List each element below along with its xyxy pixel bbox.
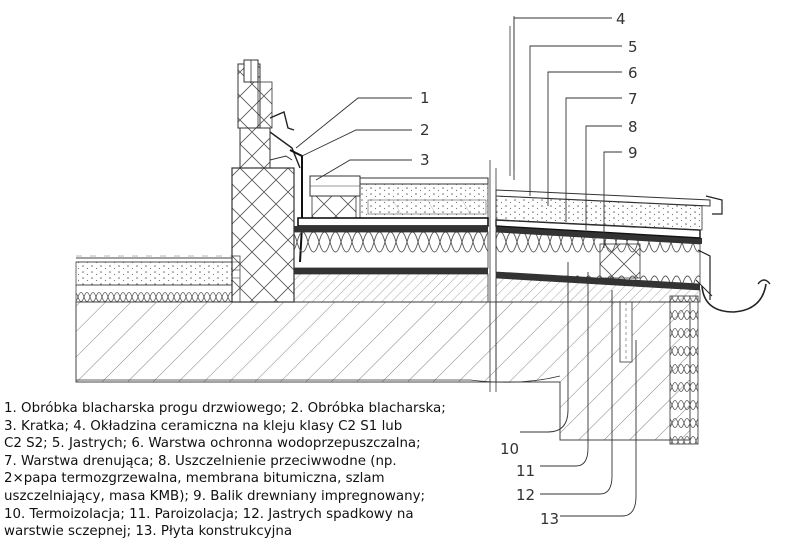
legend-line: C2 S2; 5. Jastrych; 6. Warstwa ochronna … — [4, 436, 421, 452]
callout-2: 2 — [420, 121, 430, 139]
legend-line: 2×papa termozgrzewalna, membrana bitumic… — [4, 471, 385, 487]
callout-8: 8 — [628, 118, 638, 136]
callout-3: 3 — [420, 151, 430, 169]
leader-lines — [295, 17, 637, 517]
balcony-edge-section — [495, 189, 771, 445]
callout-4: 4 — [616, 10, 626, 28]
callout-1: 1 — [420, 89, 430, 107]
balcony-layers-left — [289, 149, 489, 303]
legend-line: uszczelniający, masa KMB); 9. Balik drew… — [4, 488, 426, 504]
callout-10: 10 — [500, 440, 519, 458]
callout-11: 11 — [516, 462, 535, 480]
callout-5: 5 — [628, 38, 638, 56]
legend-line: warstwie sczepnej; 13. Płyta konstrukcyj… — [4, 524, 293, 540]
callout-12: 12 — [516, 486, 535, 504]
callout-6: 6 — [628, 64, 638, 82]
legend: 1. Obróbka blacharska progu drzwiowego; … — [4, 400, 504, 541]
legend-line: 10. Termoizolacja; 11. Paroizolacja; 12.… — [4, 506, 414, 522]
legend-line: 7. Warstwa drenująca; 8. Uszczelnienie p… — [4, 453, 397, 469]
legend-line: 1. Obróbka blacharska progu drzwiowego; … — [4, 401, 446, 416]
door-frame-and-threshold — [231, 59, 301, 303]
callout-13: 13 — [540, 510, 559, 528]
callout-9: 9 — [628, 144, 638, 162]
legend-line: 3. Kratka; 4. Okładzina ceramiczna na kl… — [4, 418, 403, 434]
callout-numbers: 1 2 3 4 5 6 7 8 9 10 11 12 13 — [420, 10, 638, 528]
callout-7: 7 — [628, 90, 638, 108]
